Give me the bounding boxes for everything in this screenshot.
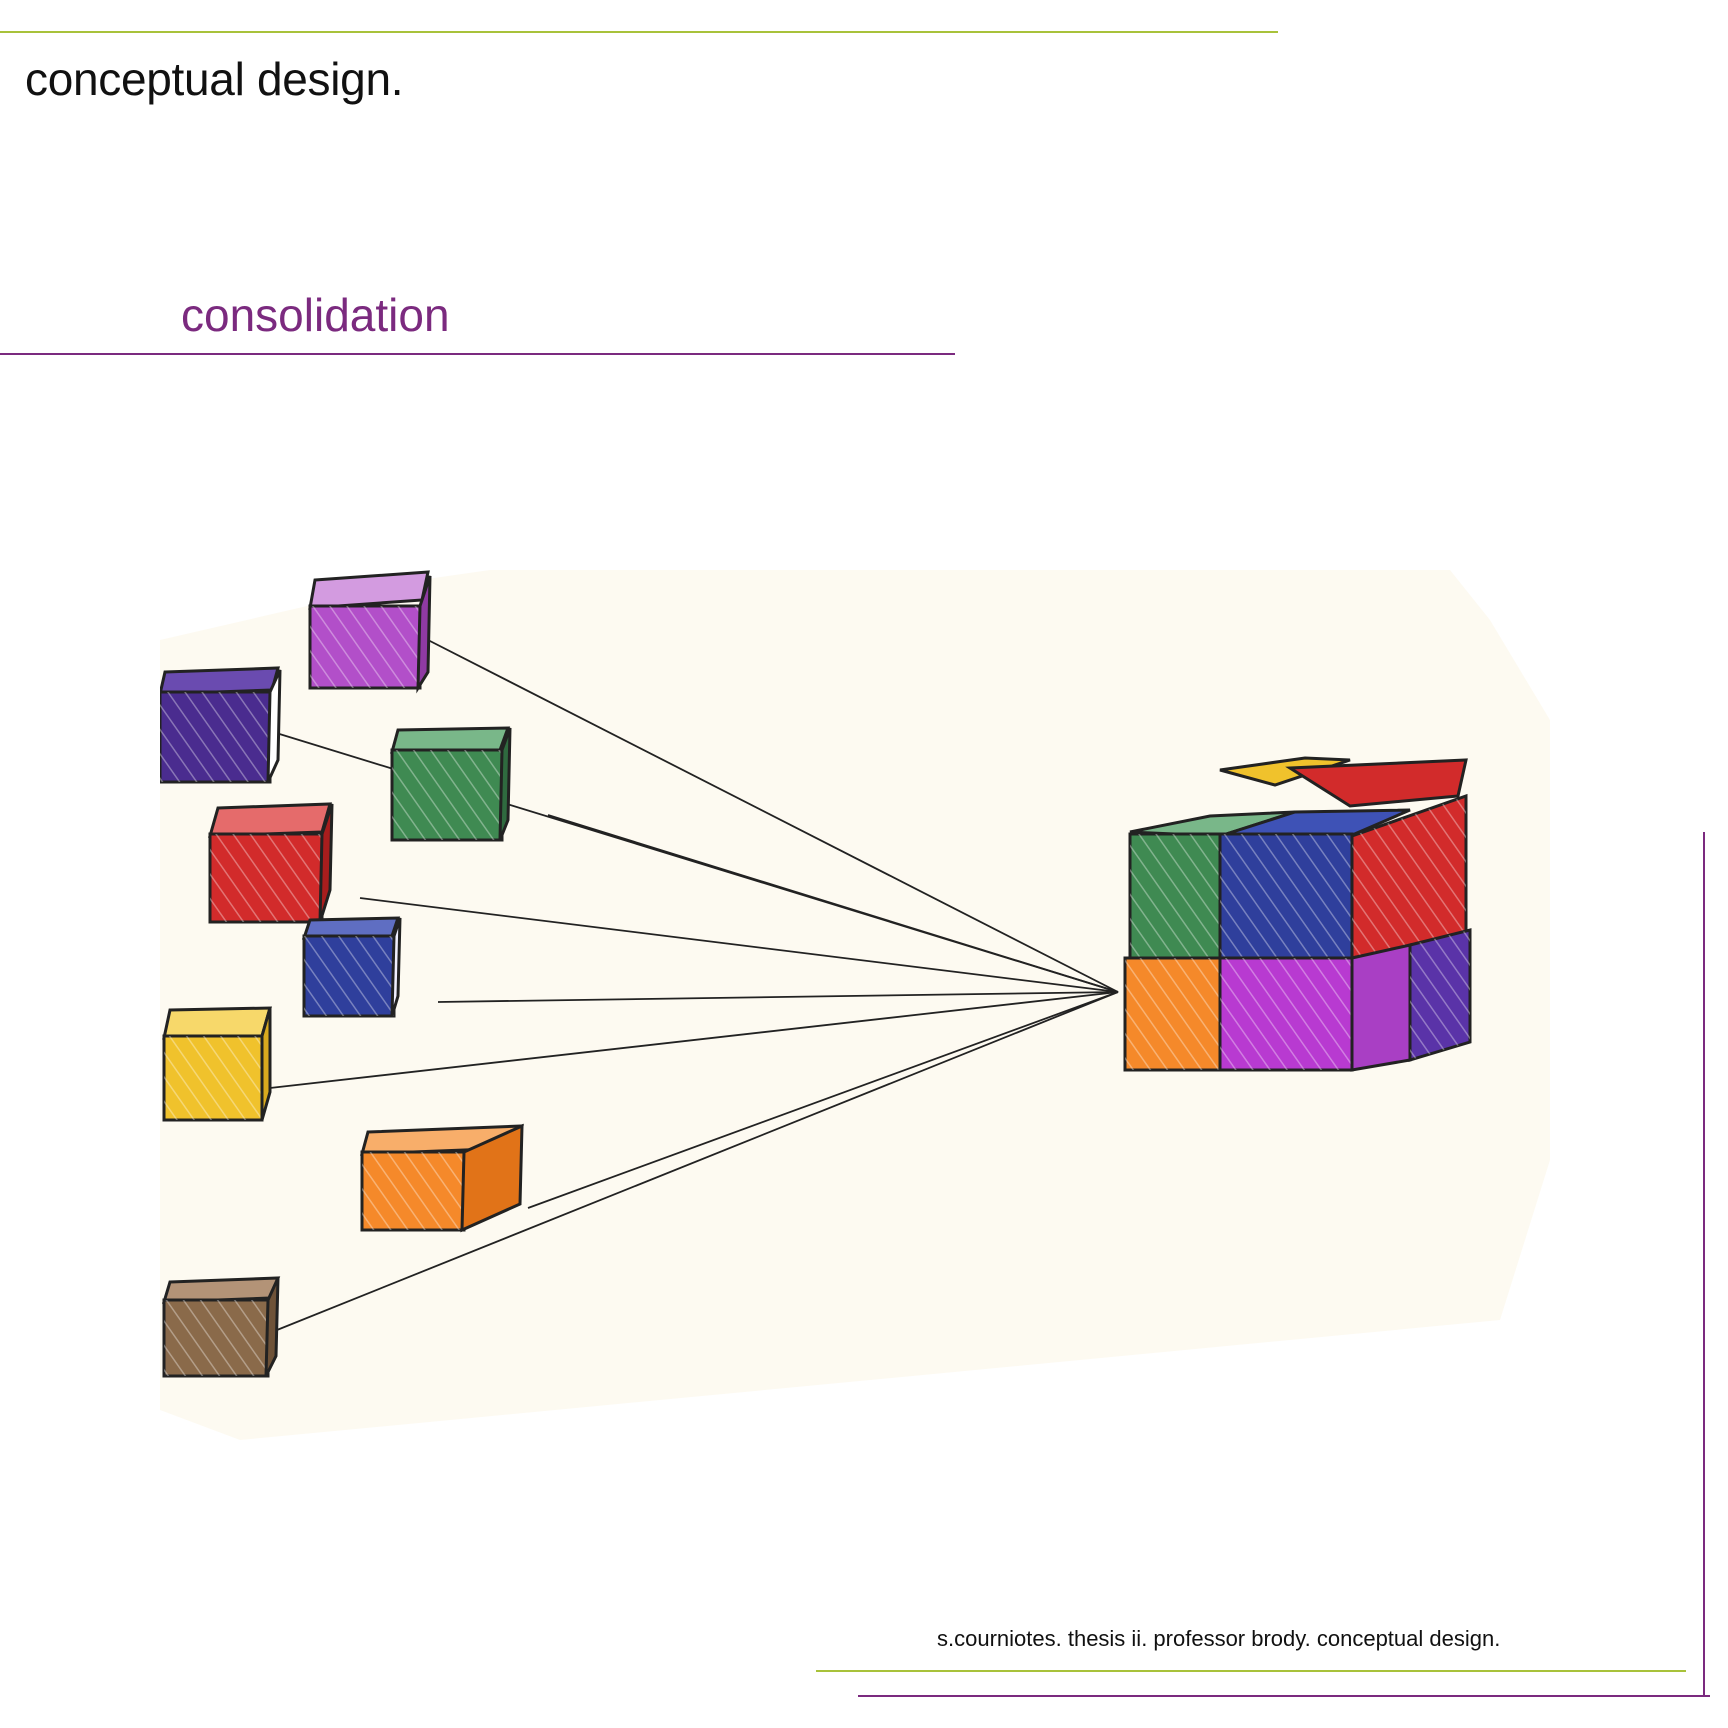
connector-line	[547, 814, 1119, 993]
footer-caption: s.courniotes. thesis ii. professor brody…	[937, 1626, 1501, 1651]
page-title: conceptual design.	[25, 53, 404, 105]
consolidated-cube	[1123, 756, 1472, 1072]
consolidation-sketch	[160, 570, 1550, 1440]
cube-violet	[308, 570, 432, 694]
connector-lines	[259, 639, 1119, 1333]
right-margin-rule	[1703, 832, 1705, 1696]
cube-indigo	[160, 666, 282, 784]
connector-line	[269, 991, 1119, 1089]
footer-divider-purple	[858, 1695, 1710, 1697]
section-heading: consolidation	[181, 289, 450, 341]
connector-line	[359, 897, 1119, 993]
section-divider	[0, 353, 955, 355]
cube-yellow	[162, 1006, 273, 1122]
cube-orange	[360, 1123, 524, 1233]
top-divider	[0, 31, 1278, 33]
connector-line	[437, 991, 1119, 1003]
connector-line	[427, 639, 1119, 993]
connector-line	[271, 991, 1119, 1333]
cube-red	[207, 802, 334, 924]
cube-green	[390, 726, 512, 842]
footer-divider-green	[816, 1670, 1686, 1672]
cube-brown	[161, 1276, 281, 1378]
connector-line	[527, 991, 1119, 1209]
cube-blue	[301, 916, 402, 1018]
